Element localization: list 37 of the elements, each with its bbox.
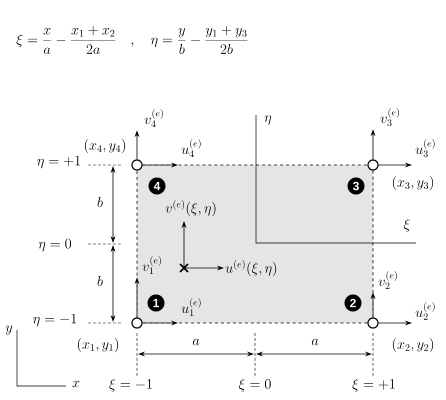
displacement-label: $v_4^{(e)}$ [144, 109, 163, 127]
axis-label: $y$ [6, 325, 12, 335]
coordinate-label: $(x_2, y_2)$ [392, 338, 434, 352]
node-circle [367, 159, 379, 171]
coordinate-label: $(x_1, y_1)$ [78, 338, 118, 352]
displacement-label: $u_2^{(e)}$ [416, 302, 435, 320]
number-badge: 1 [148, 294, 164, 312]
coordinate-label: $\xi = -1$ [109, 378, 152, 392]
coordinate-label: $\eta = 0$ [38, 238, 72, 252]
displacement-label: $u_4^{(e)}$ [182, 139, 201, 157]
coordinate-label: $(x_4, y_4)$ [84, 138, 126, 154]
axis-label: $\xi$ [404, 218, 410, 232]
dimension-label: $b$ [98, 276, 103, 286]
coordinate-label: $\eta = -1$ [33, 314, 76, 326]
node-circle [367, 317, 379, 329]
number-badge: 2 [344, 294, 362, 312]
displacement-label: $v_3^{(e)}$ [380, 108, 399, 126]
node-circle [131, 317, 143, 329]
dimension-label: $a$ [192, 338, 200, 346]
dimension-label: $a$ [312, 338, 318, 346]
formula: $\xi = \frac{x}{a} - \frac{x_1 + x_2}{2a} \quad , \quad \eta = \frac{y}{b} - \frac{y_1 + y_3}{2b}$ [16, 26, 248, 54]
displacement-label: $v^{(e)}(\xi , \eta)$ [166, 200, 216, 216]
displacement-label: $u^{(e)}(\xi , \eta)$ [226, 260, 276, 276]
displacement-label: $v_1^{(e)}$ [142, 256, 161, 274]
coordinate-label: $\xi = +1$ [352, 378, 395, 392]
number-badge: 3 [348, 178, 364, 194]
coordinate-label: $\xi = 0$ [238, 378, 271, 392]
displacement-label: $v_2^{(e)}$ [378, 271, 397, 289]
coordinate-label: $(x_3, y_3)$ [392, 176, 434, 190]
node-circle [131, 159, 143, 171]
displacement-label: $u_1^{(e)}$ [182, 298, 201, 316]
dimension-label: $b$ [98, 197, 103, 208]
axis-label: $x$ [72, 380, 80, 388]
number-badge: 4 [148, 178, 166, 194]
coordinate-label: $\eta = +1$ [37, 156, 80, 168]
displacement-label: $u_3^{(e)}$ [416, 139, 435, 158]
axis-label: $\eta$ [264, 115, 272, 125]
